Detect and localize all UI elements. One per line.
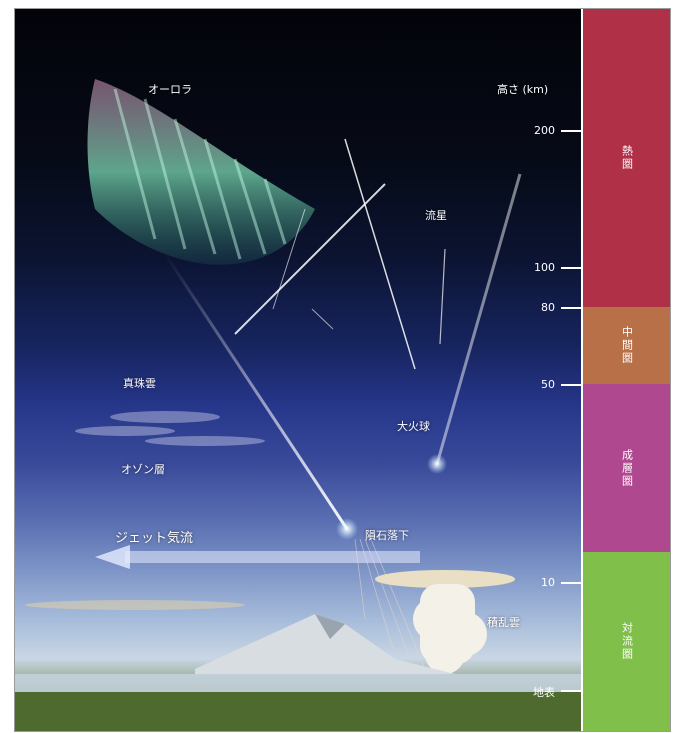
fireball-label: 大火球 [397,420,430,433]
tick-label-200: 200 [534,124,555,137]
aurora [87,79,315,265]
tick-80 [561,307,583,309]
cumulonimbus [375,570,515,674]
nacreous-clouds [75,411,265,446]
meteorite-fall [163,253,426,670]
jet-stream-label: ジェット気流 [115,531,194,546]
ground [15,674,581,731]
layer-troposphere: 対流圏 [583,552,670,731]
cumulonimbus-label: 積乱雲 [487,616,520,629]
tick-10 [561,582,583,584]
layer-mesosphere-label: 中間圏 [620,326,634,365]
meteorite-fall-label: 隕石落下 [365,529,409,542]
layer-stratosphere: 成層圏 [583,384,670,552]
jet-stream-arrow [95,545,420,569]
aurora-label: オーロラ [148,83,192,96]
meteor-label: 流星 [425,209,447,222]
tick-label-80: 80 [541,301,555,314]
layer-stratosphere-label: 成層圏 [620,448,634,488]
nacreous-clouds-label: 真珠雲 [123,377,156,390]
tick-label-ground: 地表 [533,686,555,699]
tick-50 [561,384,583,386]
tick-200 [561,130,583,132]
meteor-trails [234,138,446,370]
altitude-axis-line [581,9,583,731]
layer-thermosphere-label: 熱圏 [620,145,634,171]
layer-troposphere-label: 対流圏 [620,622,634,661]
fireball [427,173,522,474]
altitude-axis-title: 高さ (km) [497,83,549,96]
tick-label-50: 50 [541,378,555,391]
tick-ground [561,690,583,692]
atmosphere-layers-column: 熱圏 中間圏 成層圏 対流圏 [583,9,670,731]
tick-100 [561,267,583,269]
layer-mesosphere: 中間圏 [583,307,670,384]
ozone-layer-label: オゾン層 [121,463,165,476]
layer-thermosphere: 熱圏 [583,9,670,307]
tick-label-100: 100 [534,261,555,274]
mountain [195,614,455,674]
atmosphere-diagram: オーロラ 流星 真珠雲 大火球 オゾン層 ジェット気流 隕石落下 積乱雲 高さ … [14,8,671,732]
scene-illustration [15,79,581,731]
tick-label-10: 10 [541,576,555,589]
